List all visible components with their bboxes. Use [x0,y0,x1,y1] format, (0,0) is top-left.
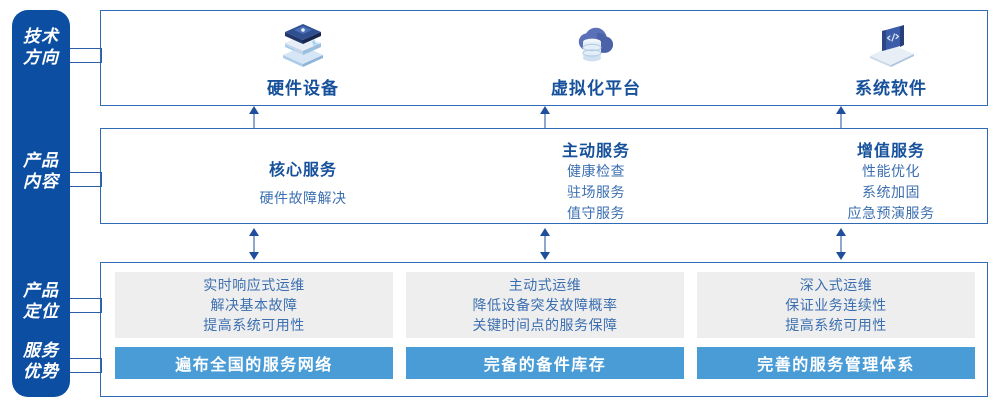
bottom-column-1: 实时响应式运维 解决基本故障 提高系统可用性 遍布全国的服务网络 [115,272,393,379]
content-column-item: 应急预演服务 [847,205,935,221]
connector-service-advantage [70,358,102,373]
cloud-database-icon [567,20,625,72]
arrow-double-core-service [247,228,261,260]
positioning-line: 提高系统可用性 [203,317,305,333]
content-column-title: 核心服务 [268,162,337,179]
content-column-item: 硬件故障解决 [259,190,347,206]
advantage-bar-1[interactable]: 遍布全国的服务网络 [115,347,393,379]
content-column-item: 值守服务 [567,205,625,221]
arrow-up-virtualization [538,106,552,128]
positioning-line: 解决基本故障 [210,297,298,313]
positioning-line: 实时响应式运维 [203,277,305,293]
tech-item-virtualization[interactable]: 虚拟化平台 [446,11,746,107]
rail-label-service-advantage: 服务 优势 [12,340,70,382]
tech-item-label: 系统软件 [855,78,927,98]
content-column-value-added-service[interactable]: 增值服务 性能优化 系统加固 应急预演服务 [741,129,1000,233]
content-column-item: 系统加固 [862,184,920,200]
category-rail [12,10,70,397]
connector-product-position [70,298,102,313]
rail-label-line2: 内容 [23,172,59,191]
connector-tech-direction [70,48,102,63]
product-content-panel: 核心服务 硬件故障解决 主动服务 健康检查 驻场服务 值守服务 增值服务 性能优… [100,128,988,224]
advantage-bar-3[interactable]: 完善的服务管理体系 [697,347,975,379]
positioning-box-3[interactable]: 深入式运维 保证业务连续性 提高系统可用性 [697,272,975,338]
tech-item-label: 虚拟化平台 [551,78,641,98]
arrow-up-hardware [247,106,261,128]
server-stack-icon [274,20,332,72]
rail-label-line2: 定位 [23,302,59,321]
content-column-proactive-service[interactable]: 主动服务 健康检查 驻场服务 值守服务 [446,129,746,233]
connector-product-content [70,172,102,187]
content-column-title: 主动服务 [561,143,630,160]
positioning-line: 保证业务连续性 [785,297,887,313]
rail-label-tech-direction: 技术 方向 [12,26,70,68]
rail-label-line1: 技术 [23,27,59,46]
content-column-item: 性能优化 [862,163,920,179]
positioning-box-2[interactable]: 主动式运维 降低设备突发故障概率 关键时间点的服务保障 [406,272,684,338]
rail-label-line2: 方向 [23,48,59,67]
advantage-bar-2[interactable]: 完备的备件库存 [406,347,684,379]
bottom-column-2: 主动式运维 降低设备突发故障概率 关键时间点的服务保障 完备的备件库存 [406,272,684,379]
bottom-column-3: 深入式运维 保证业务连续性 提高系统可用性 完善的服务管理体系 [697,272,975,379]
tech-item-label: 硬件设备 [267,78,339,98]
rail-label-line1: 服务 [23,341,59,360]
positioning-line: 提高系统可用性 [785,317,887,333]
positioning-box-1[interactable]: 实时响应式运维 解决基本故障 提高系统可用性 [115,272,393,338]
arrow-double-proactive-service [538,228,552,260]
rail-label-line1: 产品 [23,151,59,170]
rail-label-line2: 优势 [23,362,59,381]
tech-item-hardware[interactable]: 硬件设备 [153,11,453,107]
arrow-up-system-software [834,106,848,128]
rail-label-line1: 产品 [23,281,59,300]
positioning-advantage-panel: 实时响应式运维 解决基本故障 提高系统可用性 遍布全国的服务网络 主动式运维 降… [100,262,988,397]
positioning-line: 深入式运维 [799,277,873,293]
content-column-title: 增值服务 [856,143,925,160]
positioning-line: 降低设备突发故障概率 [472,297,618,313]
positioning-line: 主动式运维 [508,277,582,293]
arrow-double-value-added-service [834,228,848,260]
content-column-core-service[interactable]: 核心服务 硬件故障解决 [153,129,453,252]
rail-label-product-position: 产品 定位 [12,280,70,322]
content-column-item: 驻场服务 [567,184,625,200]
content-column-item: 健康检查 [567,163,625,179]
positioning-line: 关键时间点的服务保障 [472,317,618,333]
tech-direction-panel: 硬件设备 虚拟化平台 [100,10,988,106]
tech-item-system-software[interactable]: 系统软件 [741,11,1000,107]
laptop-code-icon [862,20,920,72]
rail-label-product-content: 产品 内容 [12,150,70,192]
